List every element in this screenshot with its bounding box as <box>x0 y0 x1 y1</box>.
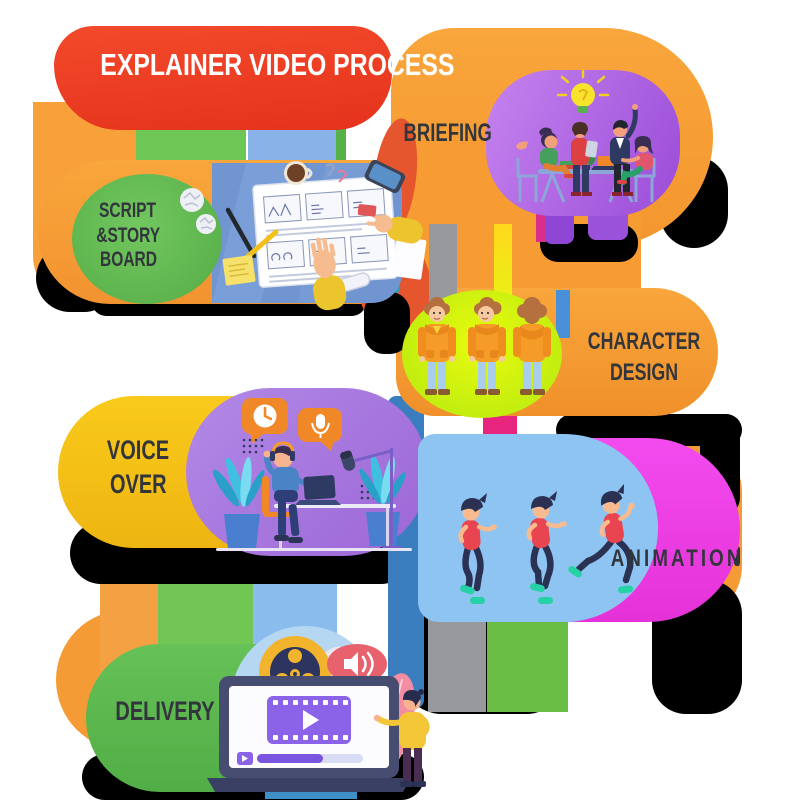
connector-bar-gray-top <box>429 224 457 302</box>
page-title-text: EXPLAINER VIDEO PROCESS <box>100 47 455 82</box>
person-seated-right <box>617 136 653 185</box>
animation-illustration <box>458 483 635 604</box>
label-script-line3: BOARD <box>99 248 157 272</box>
clock-icon <box>263 406 273 421</box>
label-briefing: BRIEFING <box>388 119 492 148</box>
microphone-icon <box>311 414 330 438</box>
paperclip-icons <box>325 163 348 183</box>
lightbulb-icon <box>556 69 610 113</box>
drawing-hand <box>310 237 347 311</box>
plant-left <box>213 457 265 548</box>
title-banner <box>54 26 392 130</box>
plant-right <box>359 454 406 546</box>
laptop-stand <box>265 792 357 799</box>
character-front-view <box>418 297 456 395</box>
sliver-blue-ellipse-edge <box>556 290 570 338</box>
voice-over-illustration <box>213 398 412 551</box>
label-voice-line2: OVER <box>109 468 167 499</box>
label-script-storyboard: SCRIPT &STORY BOARD <box>64 199 192 273</box>
connector-bar-green-bottom <box>487 612 568 712</box>
delivery-person <box>373 689 430 787</box>
label-briefing-text: BRIEFING <box>403 119 492 147</box>
crumpled-paper-icons <box>180 188 216 234</box>
eraser-hand <box>357 204 423 244</box>
label-voice-over: VOICE OVER <box>80 434 196 502</box>
coffee-cup-icon <box>284 161 313 185</box>
briefing-illustration <box>516 69 656 203</box>
briefing-bubble-sliver-magenta <box>536 202 546 242</box>
laptop-icon <box>591 156 619 170</box>
speaker-bubble <box>327 644 387 684</box>
label-delivery: DELIVERY <box>98 696 226 727</box>
runner-pose-2 <box>526 491 567 604</box>
connector-bar-yellow <box>494 224 512 304</box>
floor-line <box>216 548 412 551</box>
label-script-line2: &STORY <box>96 223 160 247</box>
connector-sliver-green-top <box>336 120 346 166</box>
voice-artist <box>263 441 319 543</box>
chair-right <box>634 158 656 202</box>
storyboard-illustration <box>212 159 427 311</box>
books-on-table <box>560 161 575 169</box>
studio-microphone-icon <box>340 450 356 471</box>
chair-left <box>516 158 538 202</box>
delivery-illustration <box>207 626 430 799</box>
play-icon <box>303 710 319 730</box>
laptop-video-player <box>207 676 411 799</box>
tick-mark <box>734 546 740 566</box>
label-animation: ANIMATION <box>592 545 744 572</box>
label-script-line1: SCRIPT <box>99 199 157 222</box>
microphone-bubble <box>298 408 342 451</box>
character-design-illustration <box>418 297 551 395</box>
character-side-view <box>468 297 506 395</box>
speaker-icon <box>344 651 374 677</box>
video-player-panel <box>267 696 351 744</box>
loose-paper <box>391 236 427 280</box>
label-character-design: CHARACTER DESIGN <box>568 326 720 388</box>
label-voice-line1: VOICE <box>106 435 170 465</box>
clock-bubble <box>242 398 288 444</box>
laptop-icon <box>295 475 341 505</box>
character-back-view <box>513 297 551 395</box>
sticky-note <box>222 255 256 286</box>
laptop-base <box>207 778 411 792</box>
runner-pose-1 <box>458 493 497 604</box>
label-character-line2: DESIGN <box>609 359 679 387</box>
label-delivery-text: DELIVERY <box>115 696 215 726</box>
connector-bar-gray-bottom <box>428 608 486 712</box>
person-standing-red <box>571 122 598 196</box>
person-seated-left <box>516 127 574 179</box>
page-title: EXPLAINER VIDEO PROCESS <box>56 47 454 82</box>
label-animation-text: ANIMATION <box>610 545 744 572</box>
label-character-line1: CHARACTER <box>587 328 701 355</box>
phone-icon <box>364 159 406 193</box>
player-controls <box>237 752 363 765</box>
runner-pose-3 <box>568 483 635 594</box>
